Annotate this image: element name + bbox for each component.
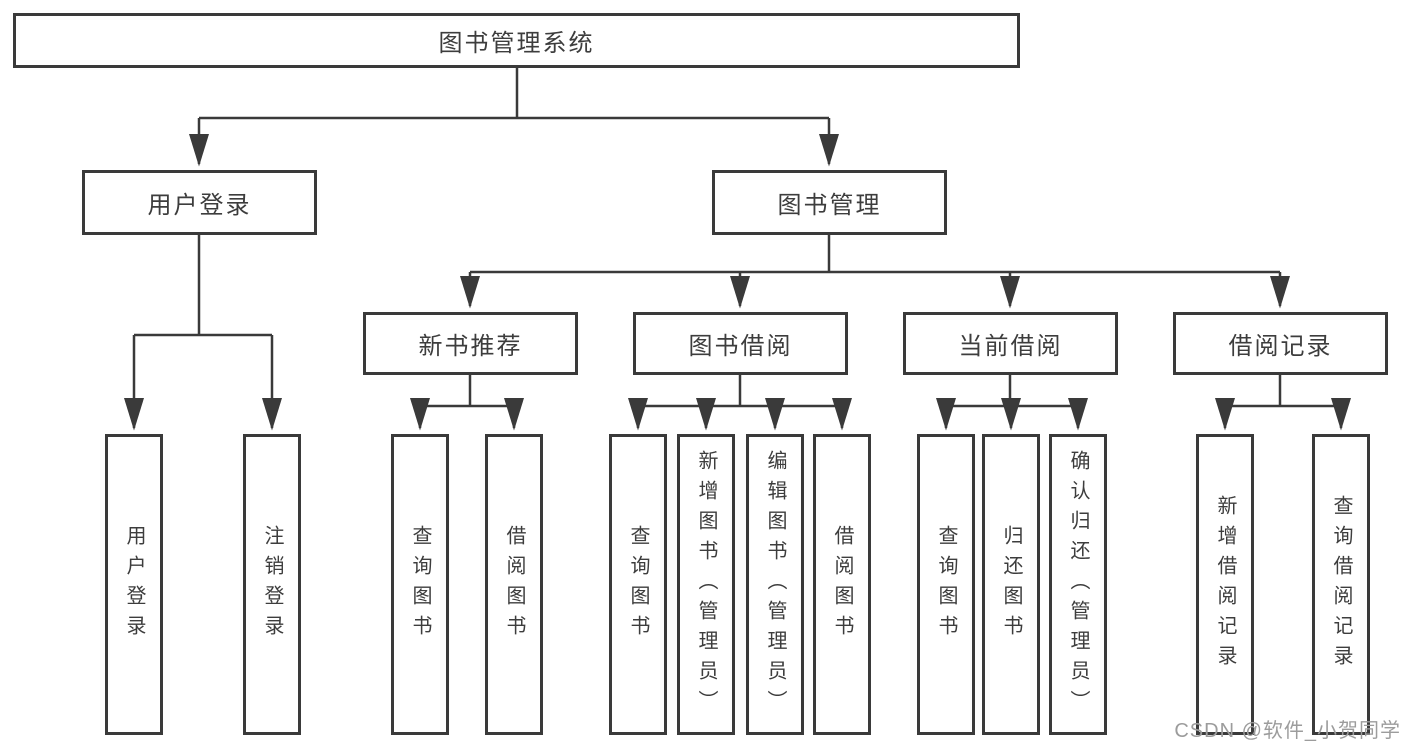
node-root-system: 图书管理系统 (13, 13, 1020, 68)
leaf-query-borrow-record: 查询借阅记录 (1312, 434, 1370, 735)
node-new-book-recommend: 新书推荐 (363, 312, 578, 375)
node-book-borrowing: 图书借阅 (633, 312, 848, 375)
leaf-borrowing-borrow-books: 借阅图书 (813, 434, 871, 735)
node-user-login-module: 用户登录 (82, 170, 317, 235)
csdn-watermark: CSDN @软件_小贺同学 (1174, 720, 1401, 742)
leaf-user-login: 用户登录 (105, 434, 163, 735)
leaf-add-borrow-record: 新增借阅记录 (1196, 434, 1254, 735)
leaf-recommend-borrow-books: 借阅图书 (485, 434, 543, 735)
leaf-borrowing-query-books: 查询图书 (609, 434, 667, 735)
leaf-logout: 注销登录 (243, 434, 301, 735)
leaf-current-query-books: 查询图书 (917, 434, 975, 735)
leaf-return-books: 归还图书 (982, 434, 1040, 735)
node-book-management-module: 图书管理 (712, 170, 947, 235)
node-borrowing-records: 借阅记录 (1173, 312, 1388, 375)
node-current-borrowing: 当前借阅 (903, 312, 1118, 375)
leaf-recommend-query-books: 查询图书 (391, 434, 449, 735)
leaf-confirm-return-admin: 确认归还（管理员） (1049, 434, 1107, 735)
leaf-edit-books-admin: 编辑图书（管理员） (746, 434, 804, 735)
leaf-add-books-admin: 新增图书（管理员） (677, 434, 735, 735)
